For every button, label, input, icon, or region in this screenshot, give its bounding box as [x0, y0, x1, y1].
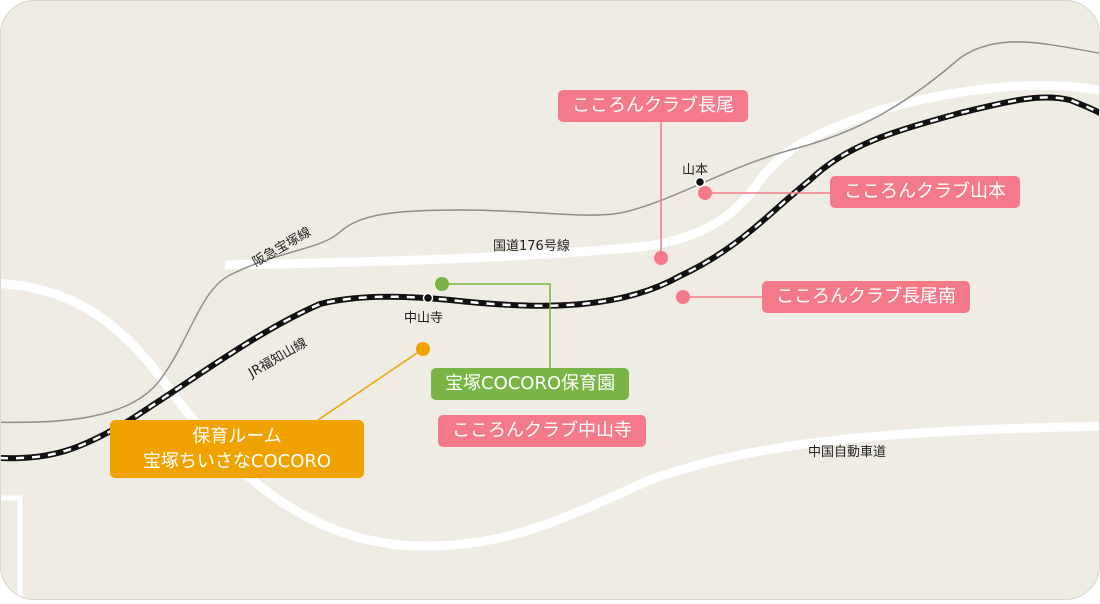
facility-label-nakayamadera[interactable]: こころんクラブ中山寺 [438, 415, 646, 447]
facility-label-yamamoto-text: こころんクラブ山本 [844, 181, 1006, 202]
facility-label-nagao-text: こころんクラブ長尾 [572, 95, 734, 116]
national-route-road [224, 81, 1100, 270]
facility-label-nagao[interactable]: こころんクラブ長尾 [558, 90, 748, 122]
facility-dot-nagao[interactable] [654, 251, 668, 265]
facility-label-cocoro-hoikuen-text: 宝塚COCORO保育園 [445, 373, 616, 394]
national-route-label: 国道176号線 [493, 238, 570, 254]
facility-label-cocoro-hoikuen[interactable]: 宝塚COCORO保育園 [431, 368, 630, 400]
facility-dot-yamamoto[interactable] [698, 186, 712, 200]
road-left-curve [0, 278, 1100, 551]
station-dot-nakayamadera[interactable] [422, 292, 434, 304]
jr-line-dash [0, 96, 1100, 460]
station-label-nakayamadera: 中山寺 [404, 311, 443, 326]
facility-label-nakayamadera-text: こころんクラブ中山寺 [452, 420, 632, 441]
leader-hoiku-room [317, 348, 424, 421]
facility-label-yamamoto[interactable]: こころんクラブ山本 [830, 176, 1020, 208]
facility-dot-nagao-minami[interactable] [676, 290, 690, 304]
facility-label-nagao-minami-text: こころんクラブ長尾南 [776, 286, 956, 307]
station-label-yamamoto: 山本 [682, 163, 708, 178]
facility-dot-hoiku-room[interactable] [416, 342, 430, 356]
station-dot-yamamoto[interactable] [694, 176, 706, 188]
facility-label-hoiku-room[interactable]: 保育ルーム 宝塚ちいさなCOCORO [110, 420, 364, 478]
hankyu-line [0, 41, 1100, 424]
facility-label-hoiku-room-line1: 保育ルーム [192, 426, 282, 447]
leader-cocoro-hoikuen [442, 283, 551, 368]
expressway-label: 中国自動車道 [808, 445, 886, 460]
facility-dot-cocoro-hoikuen[interactable] [435, 277, 449, 291]
small-road [0, 495, 23, 600]
facility-label-hoiku-room-line2: 宝塚ちいさなCOCORO [142, 451, 332, 472]
facility-label-nagao-minami[interactable]: こころんクラブ長尾南 [762, 281, 970, 313]
